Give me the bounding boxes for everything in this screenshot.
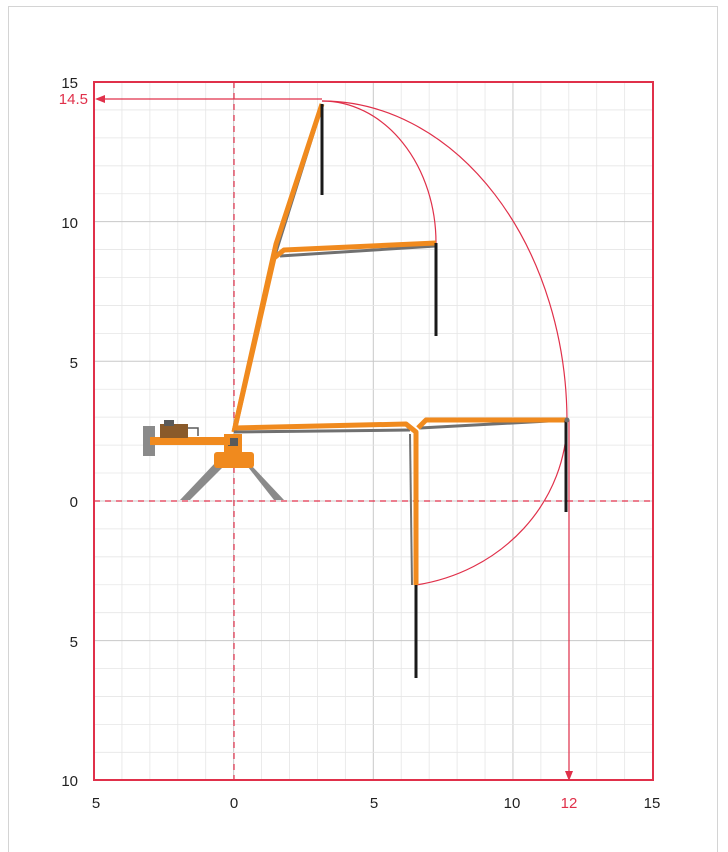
diagram-frame xyxy=(8,6,718,852)
x-tick-label: 10 xyxy=(504,795,521,812)
x-tick-label: 5 xyxy=(92,795,100,812)
horizontal-boom-tip xyxy=(416,417,567,430)
control-lever xyxy=(188,427,199,436)
reach-envelope-inner xyxy=(321,100,437,244)
counterweight-block xyxy=(143,426,155,456)
y-tick-label: 10 xyxy=(61,773,78,790)
reach-envelope-outer xyxy=(321,100,568,586)
base-body xyxy=(214,452,254,468)
y-tick-label: 5 xyxy=(70,355,78,372)
x-tick-label: 0 xyxy=(230,795,238,812)
max-reach-label: 12 xyxy=(561,795,578,812)
counterweight-beam xyxy=(150,437,230,445)
outrigger-left xyxy=(180,462,224,500)
x-tick-label: 5 xyxy=(370,795,378,812)
motor-detail xyxy=(164,420,174,426)
x-tick-label: 15 xyxy=(644,795,661,812)
folded-arm-hydraulic xyxy=(409,433,413,586)
x-axis-ticks: 5 0 5 10 15 xyxy=(92,795,661,812)
horizontal-hydraulic-main xyxy=(233,428,411,434)
y-tick-label: 5 xyxy=(70,634,78,651)
max-height-label: 14.5 xyxy=(59,91,88,108)
motor-unit xyxy=(160,424,188,438)
horizontal-boom xyxy=(233,421,419,585)
boom-position-middle xyxy=(231,240,438,433)
chart-border xyxy=(93,81,654,781)
boom-position-horizontal xyxy=(233,417,570,678)
y-tick-label: 0 xyxy=(70,494,78,511)
y-tick-label: 10 xyxy=(61,215,78,232)
machine-base xyxy=(180,434,284,500)
outrigger-right xyxy=(244,462,284,500)
max-height-arrowhead xyxy=(95,95,105,103)
counterweight-arm xyxy=(143,420,230,456)
y-axis-ticks: 15 10 5 0 5 10 xyxy=(61,75,78,790)
y-tick-label: 15 xyxy=(61,75,78,92)
tip-joint xyxy=(564,417,570,423)
middle-hydraulic xyxy=(279,244,437,258)
max-reach-arrowhead xyxy=(565,771,573,781)
middle-boom xyxy=(231,240,437,433)
base-turret-detail xyxy=(228,438,238,446)
